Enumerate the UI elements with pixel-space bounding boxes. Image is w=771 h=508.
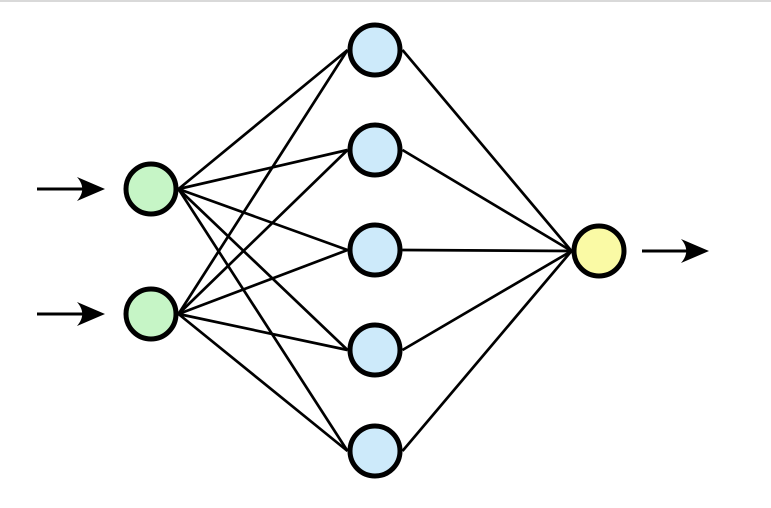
input-arrow-2-head	[77, 302, 105, 326]
connection-line-hidden-to-output	[401, 249, 573, 352]
output-node	[571, 223, 627, 279]
connection-line-input-to-hidden	[178, 248, 348, 316]
hidden-node	[347, 322, 403, 378]
hidden-node	[347, 222, 403, 278]
hidden-node	[347, 122, 403, 178]
connection-line-hidden-to-output	[402, 248, 572, 253]
connection-line-input-to-hidden	[177, 312, 349, 453]
connection-line-input-to-hidden	[178, 187, 348, 252]
hidden-node	[347, 22, 403, 78]
input-node	[123, 161, 179, 217]
connection-line-hidden-to-output	[401, 250, 573, 452]
connection-line-hidden-to-output	[401, 49, 573, 252]
connection-line-input-to-hidden	[178, 148, 348, 191]
output-arrow-head	[681, 239, 709, 263]
input-arrow-1-head	[77, 177, 105, 201]
input-node	[123, 286, 179, 342]
connection-line-input-to-hidden	[177, 149, 349, 315]
connection-line-input-to-hidden	[177, 49, 349, 315]
top-border-line	[0, 0, 771, 2]
connection-line-input-to-hidden	[177, 188, 349, 351]
connection-line-input-to-hidden	[177, 188, 349, 452]
connection-line-input-to-hidden	[178, 312, 348, 352]
connection-line-input-to-hidden	[177, 48, 349, 191]
hidden-node	[347, 423, 403, 479]
connection-line-hidden-to-output	[401, 148, 573, 253]
